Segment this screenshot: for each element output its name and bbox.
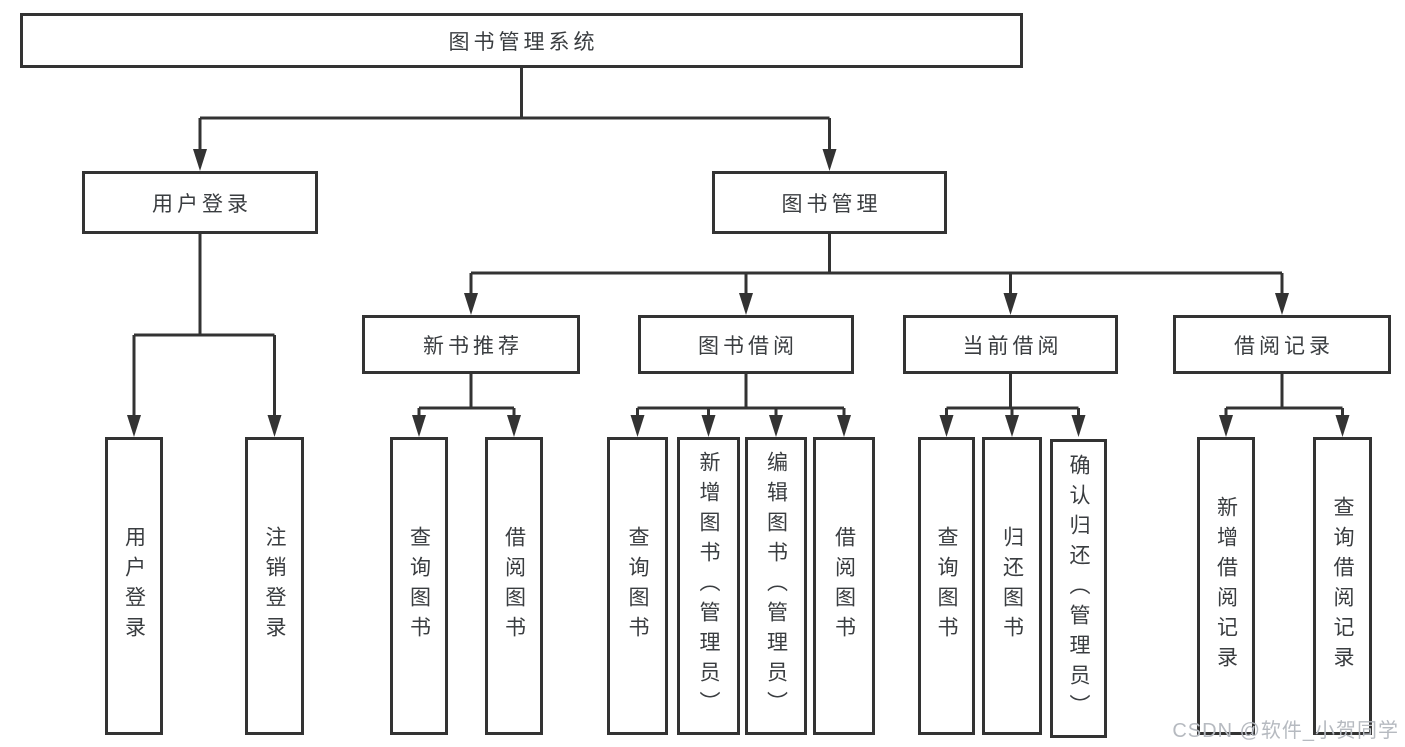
node-leaf-br-add-label: 新增借阅记录 xyxy=(1214,496,1238,676)
node-leaf-cb-confirm: 确认归还（管理员） xyxy=(1050,439,1107,738)
node-leaf-bb-edit-label: 编辑图书（管理员） xyxy=(764,451,788,721)
node-leaf-bb-query-label: 查询图书 xyxy=(626,526,649,646)
node-user-login: 用户登录 xyxy=(82,171,318,234)
node-leaf-user-login-label: 用户登录 xyxy=(122,526,146,646)
node-new-book-rec: 新书推荐 xyxy=(362,315,580,374)
node-book-management: 图书管理 xyxy=(712,171,947,234)
node-leaf-bb-query: 查询图书 xyxy=(607,437,668,735)
node-book-management-label: 图书管理 xyxy=(781,192,882,216)
node-leaf-cb-query: 查询图书 xyxy=(918,437,975,735)
node-leaf-logout-label: 注销登录 xyxy=(263,526,286,646)
node-leaf-bb-add-label: 新增图书（管理员） xyxy=(697,451,720,721)
node-leaf-nb-query: 查询图书 xyxy=(390,437,448,735)
node-book-borrow-label: 图书借阅 xyxy=(698,334,798,358)
node-leaf-user-login: 用户登录 xyxy=(105,437,163,735)
connector-user-login-children xyxy=(127,234,282,437)
node-leaf-cb-return-label: 归还图书 xyxy=(1000,526,1024,646)
node-leaf-bb-add: 新增图书（管理员） xyxy=(677,437,740,735)
connector-current-borrow-children xyxy=(939,374,1086,437)
connector-book-management-children xyxy=(464,234,1289,315)
node-leaf-nb-borrow-label: 借阅图书 xyxy=(502,526,526,646)
node-borrow-records-label: 借阅记录 xyxy=(1234,334,1334,358)
connector-root-children xyxy=(193,68,837,171)
node-leaf-cb-confirm-label: 确认归还（管理员） xyxy=(1067,453,1090,724)
node-user-login-label: 用户登录 xyxy=(152,192,252,216)
node-borrow-records: 借阅记录 xyxy=(1173,315,1391,374)
connector-book-borrow-children xyxy=(630,374,851,437)
node-root: 图书管理系统 xyxy=(20,13,1023,68)
node-current-borrow: 当前借阅 xyxy=(903,315,1118,374)
connector-new-book-rec-children xyxy=(412,374,521,437)
node-leaf-br-add: 新增借阅记录 xyxy=(1197,437,1255,735)
node-leaf-logout: 注销登录 xyxy=(245,437,304,735)
node-leaf-bb-borrow: 借阅图书 xyxy=(813,437,875,735)
node-leaf-nb-borrow: 借阅图书 xyxy=(485,437,543,735)
node-leaf-nb-query-label: 查询图书 xyxy=(407,526,431,646)
node-root-label: 图书管理系统 xyxy=(448,30,599,54)
connector-borrow-records-children xyxy=(1219,374,1350,437)
node-current-borrow-label: 当前借阅 xyxy=(962,334,1063,358)
node-leaf-br-query: 查询借阅记录 xyxy=(1313,437,1372,735)
node-leaf-cb-return: 归还图书 xyxy=(982,437,1042,735)
node-leaf-bb-edit: 编辑图书（管理员） xyxy=(745,437,807,735)
node-leaf-br-query-label: 查询借阅记录 xyxy=(1331,496,1354,676)
node-new-book-rec-label: 新书推荐 xyxy=(423,334,523,358)
node-leaf-bb-borrow-label: 借阅图书 xyxy=(832,526,856,646)
node-book-borrow: 图书借阅 xyxy=(638,315,854,374)
node-leaf-cb-query-label: 查询图书 xyxy=(935,526,958,646)
